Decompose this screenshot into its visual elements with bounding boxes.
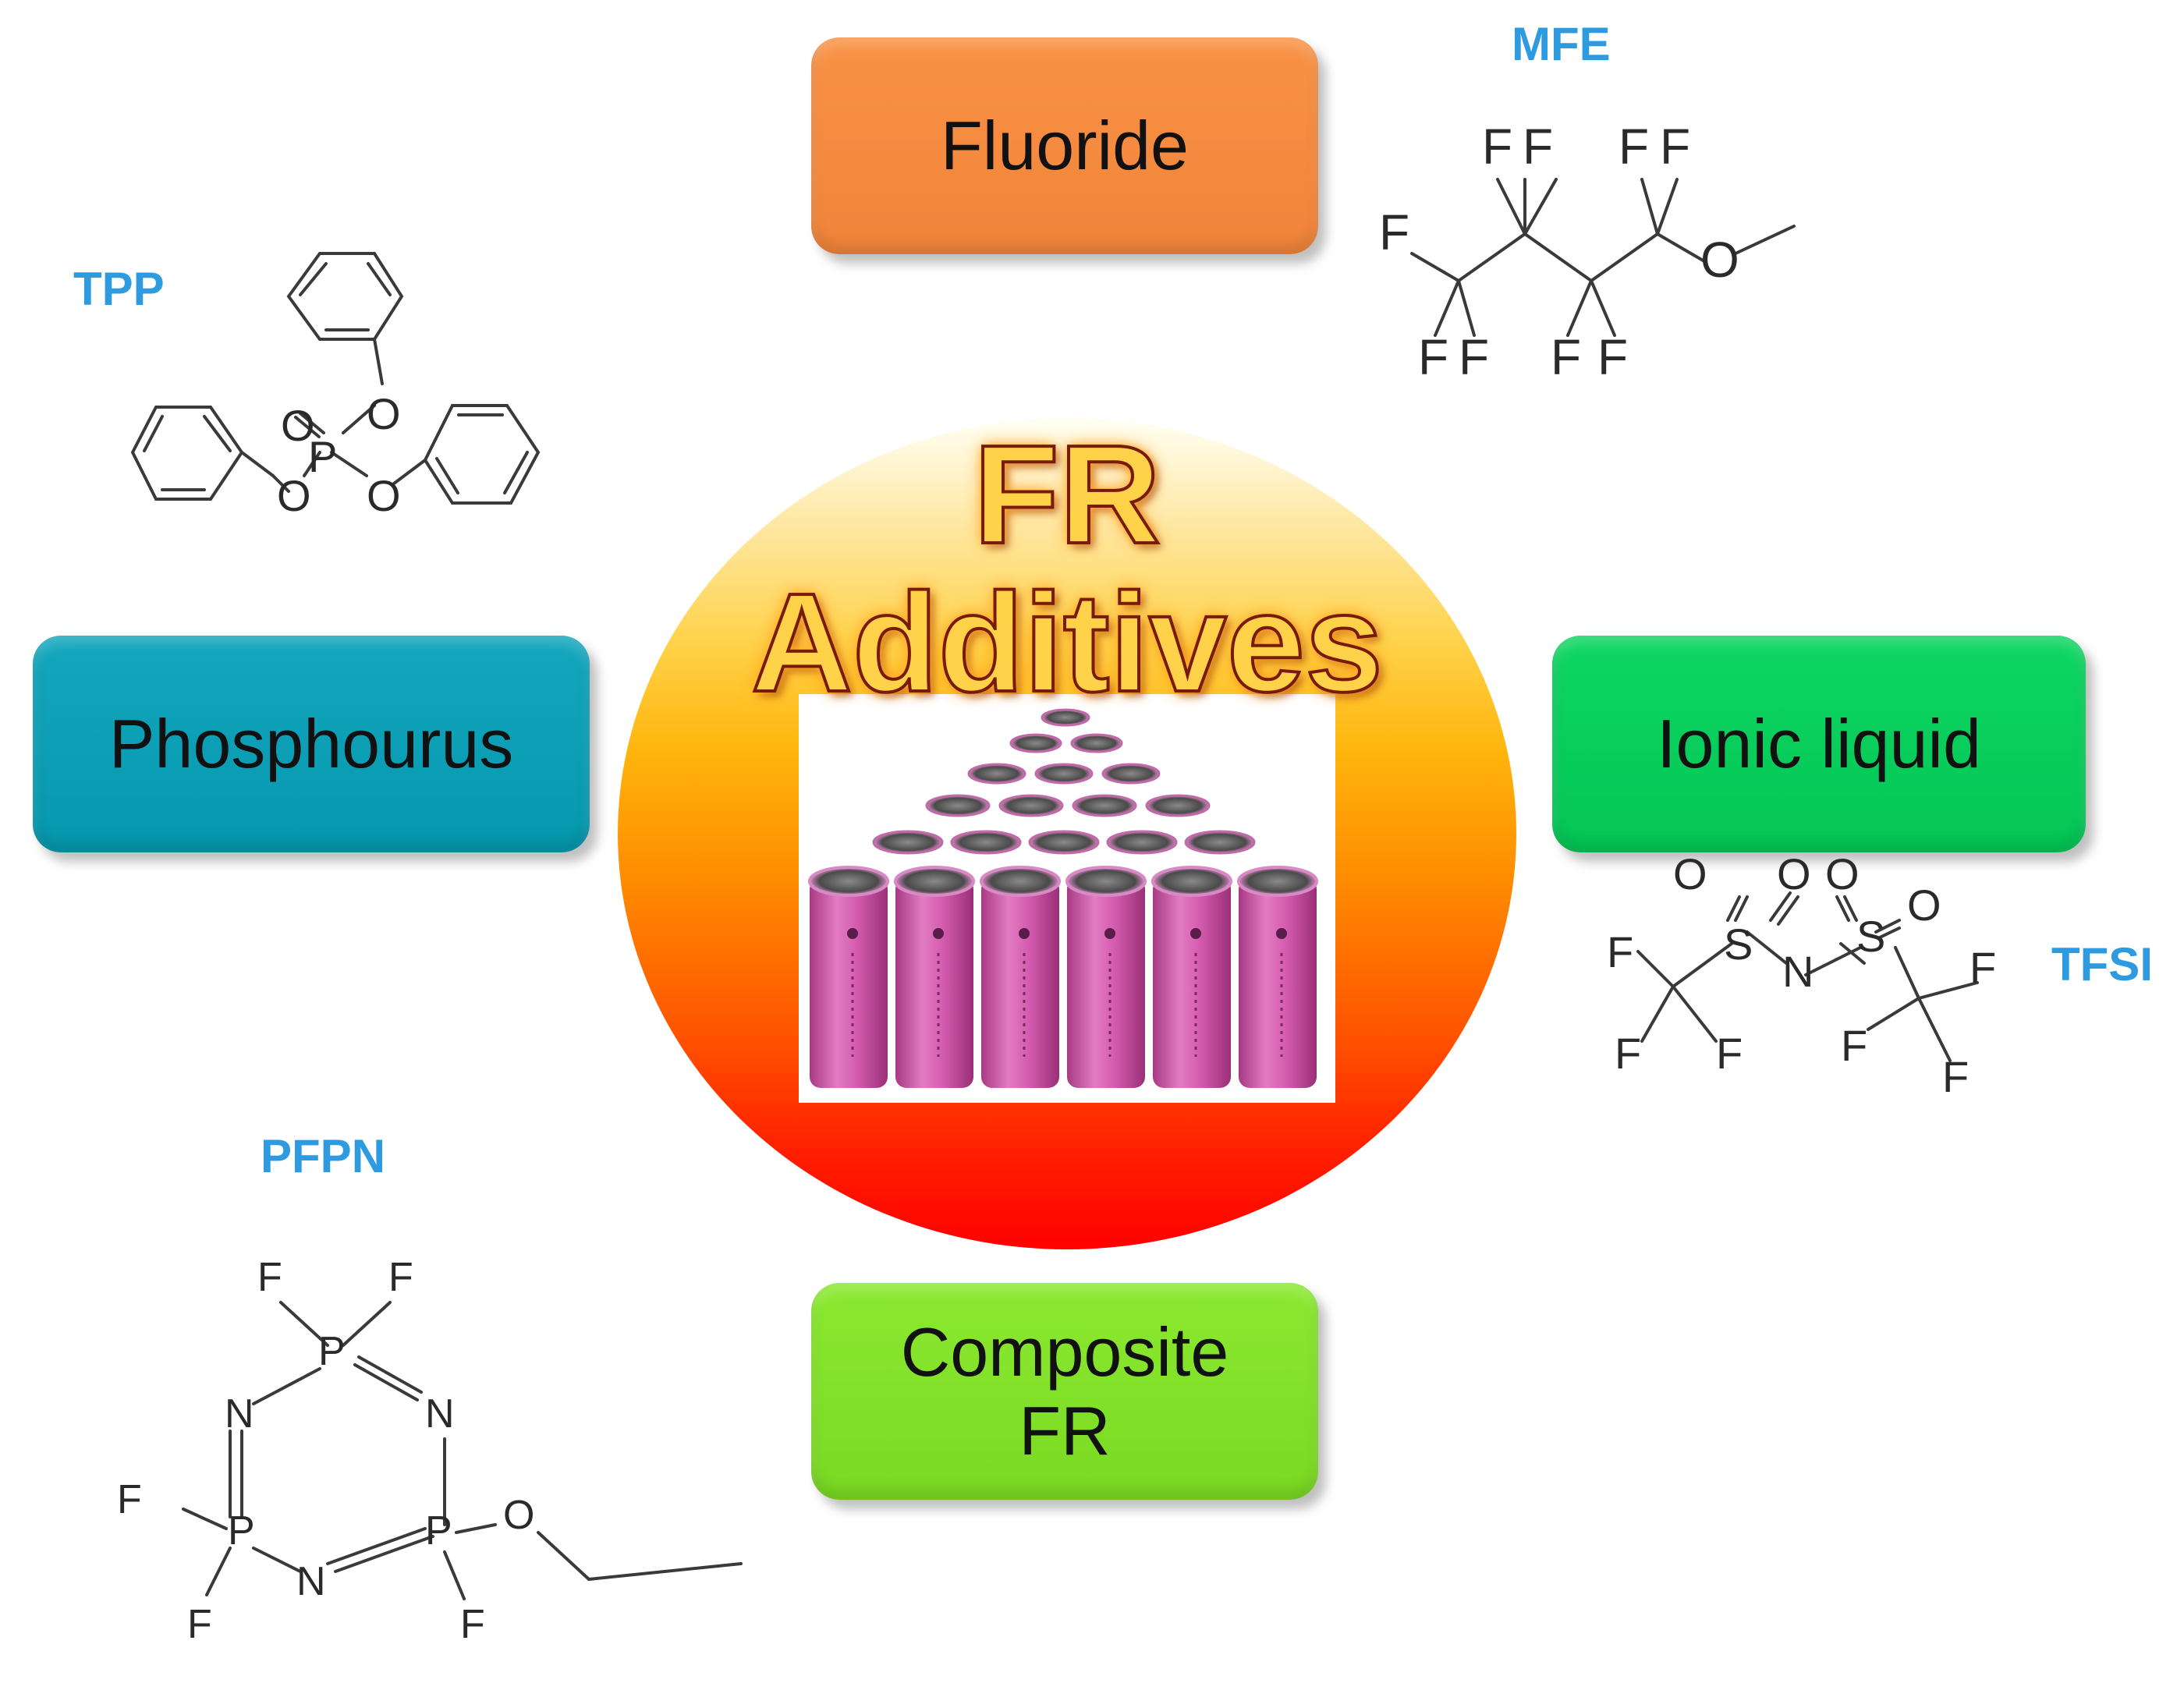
battery-cell-top <box>894 866 975 897</box>
svg-text:O: O <box>277 471 311 520</box>
composite-label-line2: FR <box>1019 1392 1111 1469</box>
battery-cell-top <box>1237 866 1318 897</box>
tfsi-label: TFSI <box>2051 938 2153 990</box>
svg-text:F: F <box>1482 119 1512 175</box>
battery-cell-top <box>980 866 1061 897</box>
tpp-label: TPP <box>73 263 165 315</box>
composite-label-line1: Composite <box>900 1313 1229 1391</box>
battery-cell-top <box>1072 794 1137 817</box>
svg-text:P: P <box>425 1508 452 1554</box>
svg-text:O: O <box>281 401 315 450</box>
svg-text:N: N <box>296 1559 326 1604</box>
battery-cell-top <box>1101 763 1161 785</box>
svg-text:O: O <box>1777 849 1811 898</box>
battery-cell-body <box>1067 878 1145 1088</box>
battery-cell-top <box>1070 733 1123 753</box>
battery-cells-photo <box>799 694 1335 1103</box>
battery-cell-top <box>925 794 991 817</box>
svg-text:F: F <box>1607 927 1633 976</box>
pfpn-structure: F F P N N F P P O N F F <box>117 1255 743 1647</box>
battery-cell-body <box>1153 878 1231 1088</box>
svg-text:N: N <box>425 1391 455 1437</box>
battery-cell-logo <box>1190 928 1201 939</box>
svg-text:F: F <box>1597 329 1628 385</box>
svg-text:O: O <box>367 389 401 438</box>
svg-text:F: F <box>1551 329 1581 385</box>
battery-cell-top <box>1106 830 1178 855</box>
battery-cell-top <box>808 866 889 897</box>
svg-text:F: F <box>187 1602 212 1647</box>
svg-text:S: S <box>1724 919 1753 969</box>
pfpn-label: PFPN <box>261 1130 386 1182</box>
svg-text:F: F <box>1970 943 1996 992</box>
svg-text:P: P <box>228 1508 255 1554</box>
title-fr: FR <box>972 416 1162 573</box>
fluoride-box: Fluoride <box>811 37 1318 254</box>
battery-cell-top <box>1151 866 1232 897</box>
svg-text:F: F <box>257 1255 282 1300</box>
battery-cell-logo <box>933 928 944 939</box>
svg-text:F: F <box>1523 119 1553 175</box>
battery-cell-body <box>1239 878 1317 1088</box>
mfe-structure: F F F F F O F F F F <box>1379 119 1796 385</box>
title-additives: Additives <box>750 565 1384 721</box>
battery-cell-top <box>1145 794 1211 817</box>
ionic-liquid-box: Ionic liquid <box>1552 636 2086 852</box>
svg-text:S: S <box>1856 912 1885 961</box>
svg-text:F: F <box>1615 1029 1641 1078</box>
svg-text:F: F <box>1716 1029 1743 1078</box>
phosphorus-box: Phosphourus <box>33 636 590 852</box>
svg-text:O: O <box>1825 849 1860 898</box>
phosphorus-label: Phosphourus <box>108 705 514 783</box>
svg-text:N: N <box>225 1391 254 1437</box>
battery-cell-body <box>810 878 888 1088</box>
battery-cell-body <box>981 878 1059 1088</box>
svg-text:F: F <box>1841 1021 1867 1070</box>
battery-cell-top <box>967 763 1026 785</box>
battery-cell-top <box>950 830 1022 855</box>
svg-text:F: F <box>1942 1052 1969 1101</box>
svg-text:O: O <box>367 471 401 520</box>
svg-text:F: F <box>1379 204 1409 260</box>
svg-text:O: O <box>1673 849 1707 898</box>
composite-fr-box: Composite FR <box>811 1283 1318 1500</box>
svg-text:P: P <box>308 432 337 481</box>
svg-text:F: F <box>388 1255 413 1300</box>
svg-text:O: O <box>1907 880 1941 930</box>
svg-text:F: F <box>1618 119 1649 175</box>
svg-text:F: F <box>1418 329 1448 385</box>
tpp-structure: O O P O O <box>130 252 541 520</box>
battery-cell-top <box>1009 733 1062 753</box>
svg-text:N: N <box>1782 947 1814 996</box>
battery-cells-illustration <box>808 708 1318 1088</box>
tfsi-structure: F O O S N O S O F F F F F <box>1607 849 1996 1101</box>
ionic-liquid-label: Ionic liquid <box>1657 705 1981 783</box>
svg-text:O: O <box>1700 232 1739 288</box>
battery-cell-top <box>1065 866 1147 897</box>
svg-text:F: F <box>1660 119 1690 175</box>
battery-cell-top <box>1034 763 1094 785</box>
svg-text:O: O <box>503 1493 534 1538</box>
battery-cell-top <box>1184 830 1256 855</box>
battery-cell-top <box>872 830 944 855</box>
battery-cell-top <box>998 794 1064 817</box>
svg-text:F: F <box>1459 329 1489 385</box>
battery-cell-body <box>895 878 973 1088</box>
battery-cell-top <box>1041 708 1090 727</box>
fluoride-label: Fluoride <box>941 107 1189 185</box>
battery-cell-logo <box>1019 928 1030 939</box>
battery-cell-logo <box>1104 928 1115 939</box>
svg-text:F: F <box>117 1477 142 1522</box>
svg-text:F: F <box>460 1602 485 1647</box>
battery-cell-logo <box>847 928 858 939</box>
battery-cell-top <box>1028 830 1100 855</box>
battery-cell-logo <box>1276 928 1287 939</box>
svg-text:P: P <box>318 1329 346 1374</box>
mfe-label: MFE <box>1512 18 1611 70</box>
